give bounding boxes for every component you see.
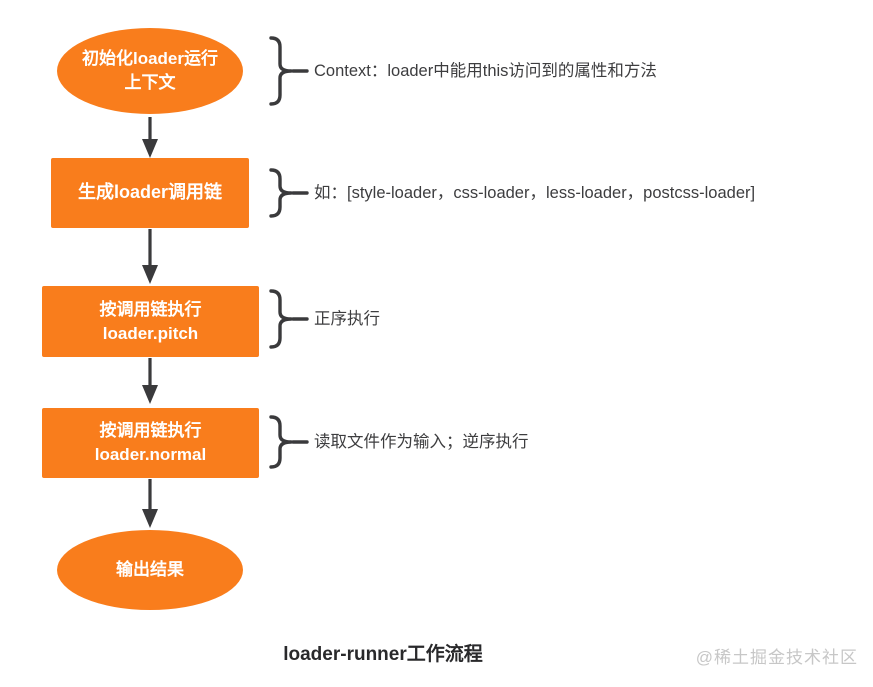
- node-build-loader-chain: 生成loader调用链: [51, 158, 249, 228]
- node-label: 生成loader调用链: [77, 182, 223, 203]
- node-run-loader-normal: 按调用链执行 loader.normal: [42, 408, 259, 478]
- node-init-loader-context: 初始化loader运行 上下文: [57, 28, 243, 114]
- brace-1: [269, 36, 309, 106]
- annotation-pitch-order: 正序执行: [314, 310, 380, 328]
- node-label: 按调用链执行 loader.normal: [94, 421, 207, 464]
- flow-arrow-1: [142, 117, 158, 158]
- annotation-context: Context：loader中能用this访问到的属性和方法: [314, 62, 657, 80]
- node-run-loader-pitch: 按调用链执行 loader.pitch: [42, 286, 259, 357]
- node-label: 按调用链执行 loader.pitch: [99, 299, 202, 343]
- annotation-loader-chain-example: 如：[style-loader，css-loader，less-loader，p…: [314, 184, 756, 202]
- node-output-result: 输出结果: [57, 530, 243, 610]
- flow-arrow-2: [142, 229, 158, 284]
- brace-2: [269, 168, 309, 218]
- node-label: 输出结果: [116, 560, 184, 580]
- brace-3: [269, 289, 309, 349]
- flow-arrow-4: [142, 479, 158, 528]
- watermark: @稀土掘金技术社区: [695, 648, 858, 667]
- flow-arrow-3: [142, 358, 158, 404]
- diagram-caption: loader-runner工作流程: [283, 644, 483, 665]
- annotation-normal-order: 读取文件作为输入；逆序执行: [314, 433, 529, 451]
- node-label: 初始化loader运行 上下文: [81, 49, 219, 92]
- brace-4: [269, 415, 309, 469]
